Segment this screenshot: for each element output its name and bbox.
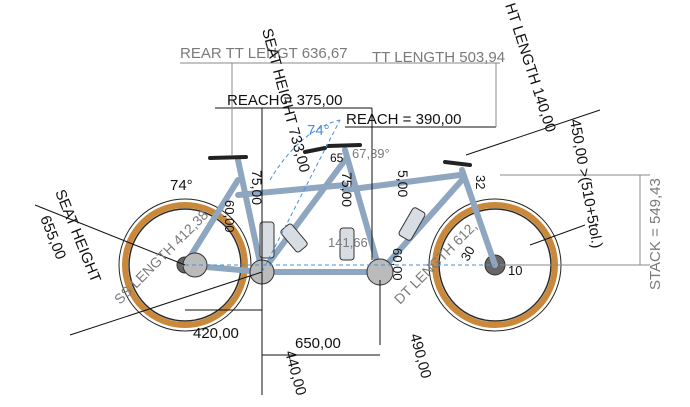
chainstay-label: 420,00 [193, 325, 239, 342]
angle-74-left: 74° [170, 177, 193, 194]
angle-65-label: 65 [330, 151, 344, 165]
reach-front-label: REACH = 390,00 [346, 111, 461, 128]
dim-60: 60,00 [222, 200, 237, 233]
bike-frame [182, 147, 498, 275]
stack-label: STACK = 549,43 [647, 178, 664, 290]
tt-length-label: TT LENGTH 503,94 [372, 49, 505, 66]
dimension-lines [34, 107, 601, 395]
dimension-lines-blue [185, 119, 495, 273]
dim-60b: 60,00 [390, 248, 405, 281]
dim-75-b: 75,00 [339, 172, 355, 207]
ht-length-label: HT LENGTH 140,00 [501, 1, 559, 134]
wheelbase-mid-label: 650,00 [295, 335, 341, 352]
dim-75-a: 75,00 [249, 170, 265, 205]
angle-67-label: 67,39° [352, 146, 390, 161]
angle-74-blue: 74° [307, 122, 330, 139]
dim-32: 32 [473, 175, 488, 189]
rear-tt-length-label: REAR TT LENGT 636,67 [180, 45, 348, 62]
angle-141-label: 141,66 [328, 235, 368, 250]
dimension-lines-gray [180, 62, 650, 266]
bb-drop-label: 440,00 [281, 349, 309, 398]
reach-rear-label: REACH = 375,00 [227, 92, 342, 109]
saddles-handlebars [208, 143, 472, 167]
dim-10: 10 [508, 263, 522, 278]
front-center-label: 490,00 [406, 332, 434, 381]
dim-30: 30 [458, 243, 478, 263]
dim-5: 5,00 [395, 170, 411, 197]
